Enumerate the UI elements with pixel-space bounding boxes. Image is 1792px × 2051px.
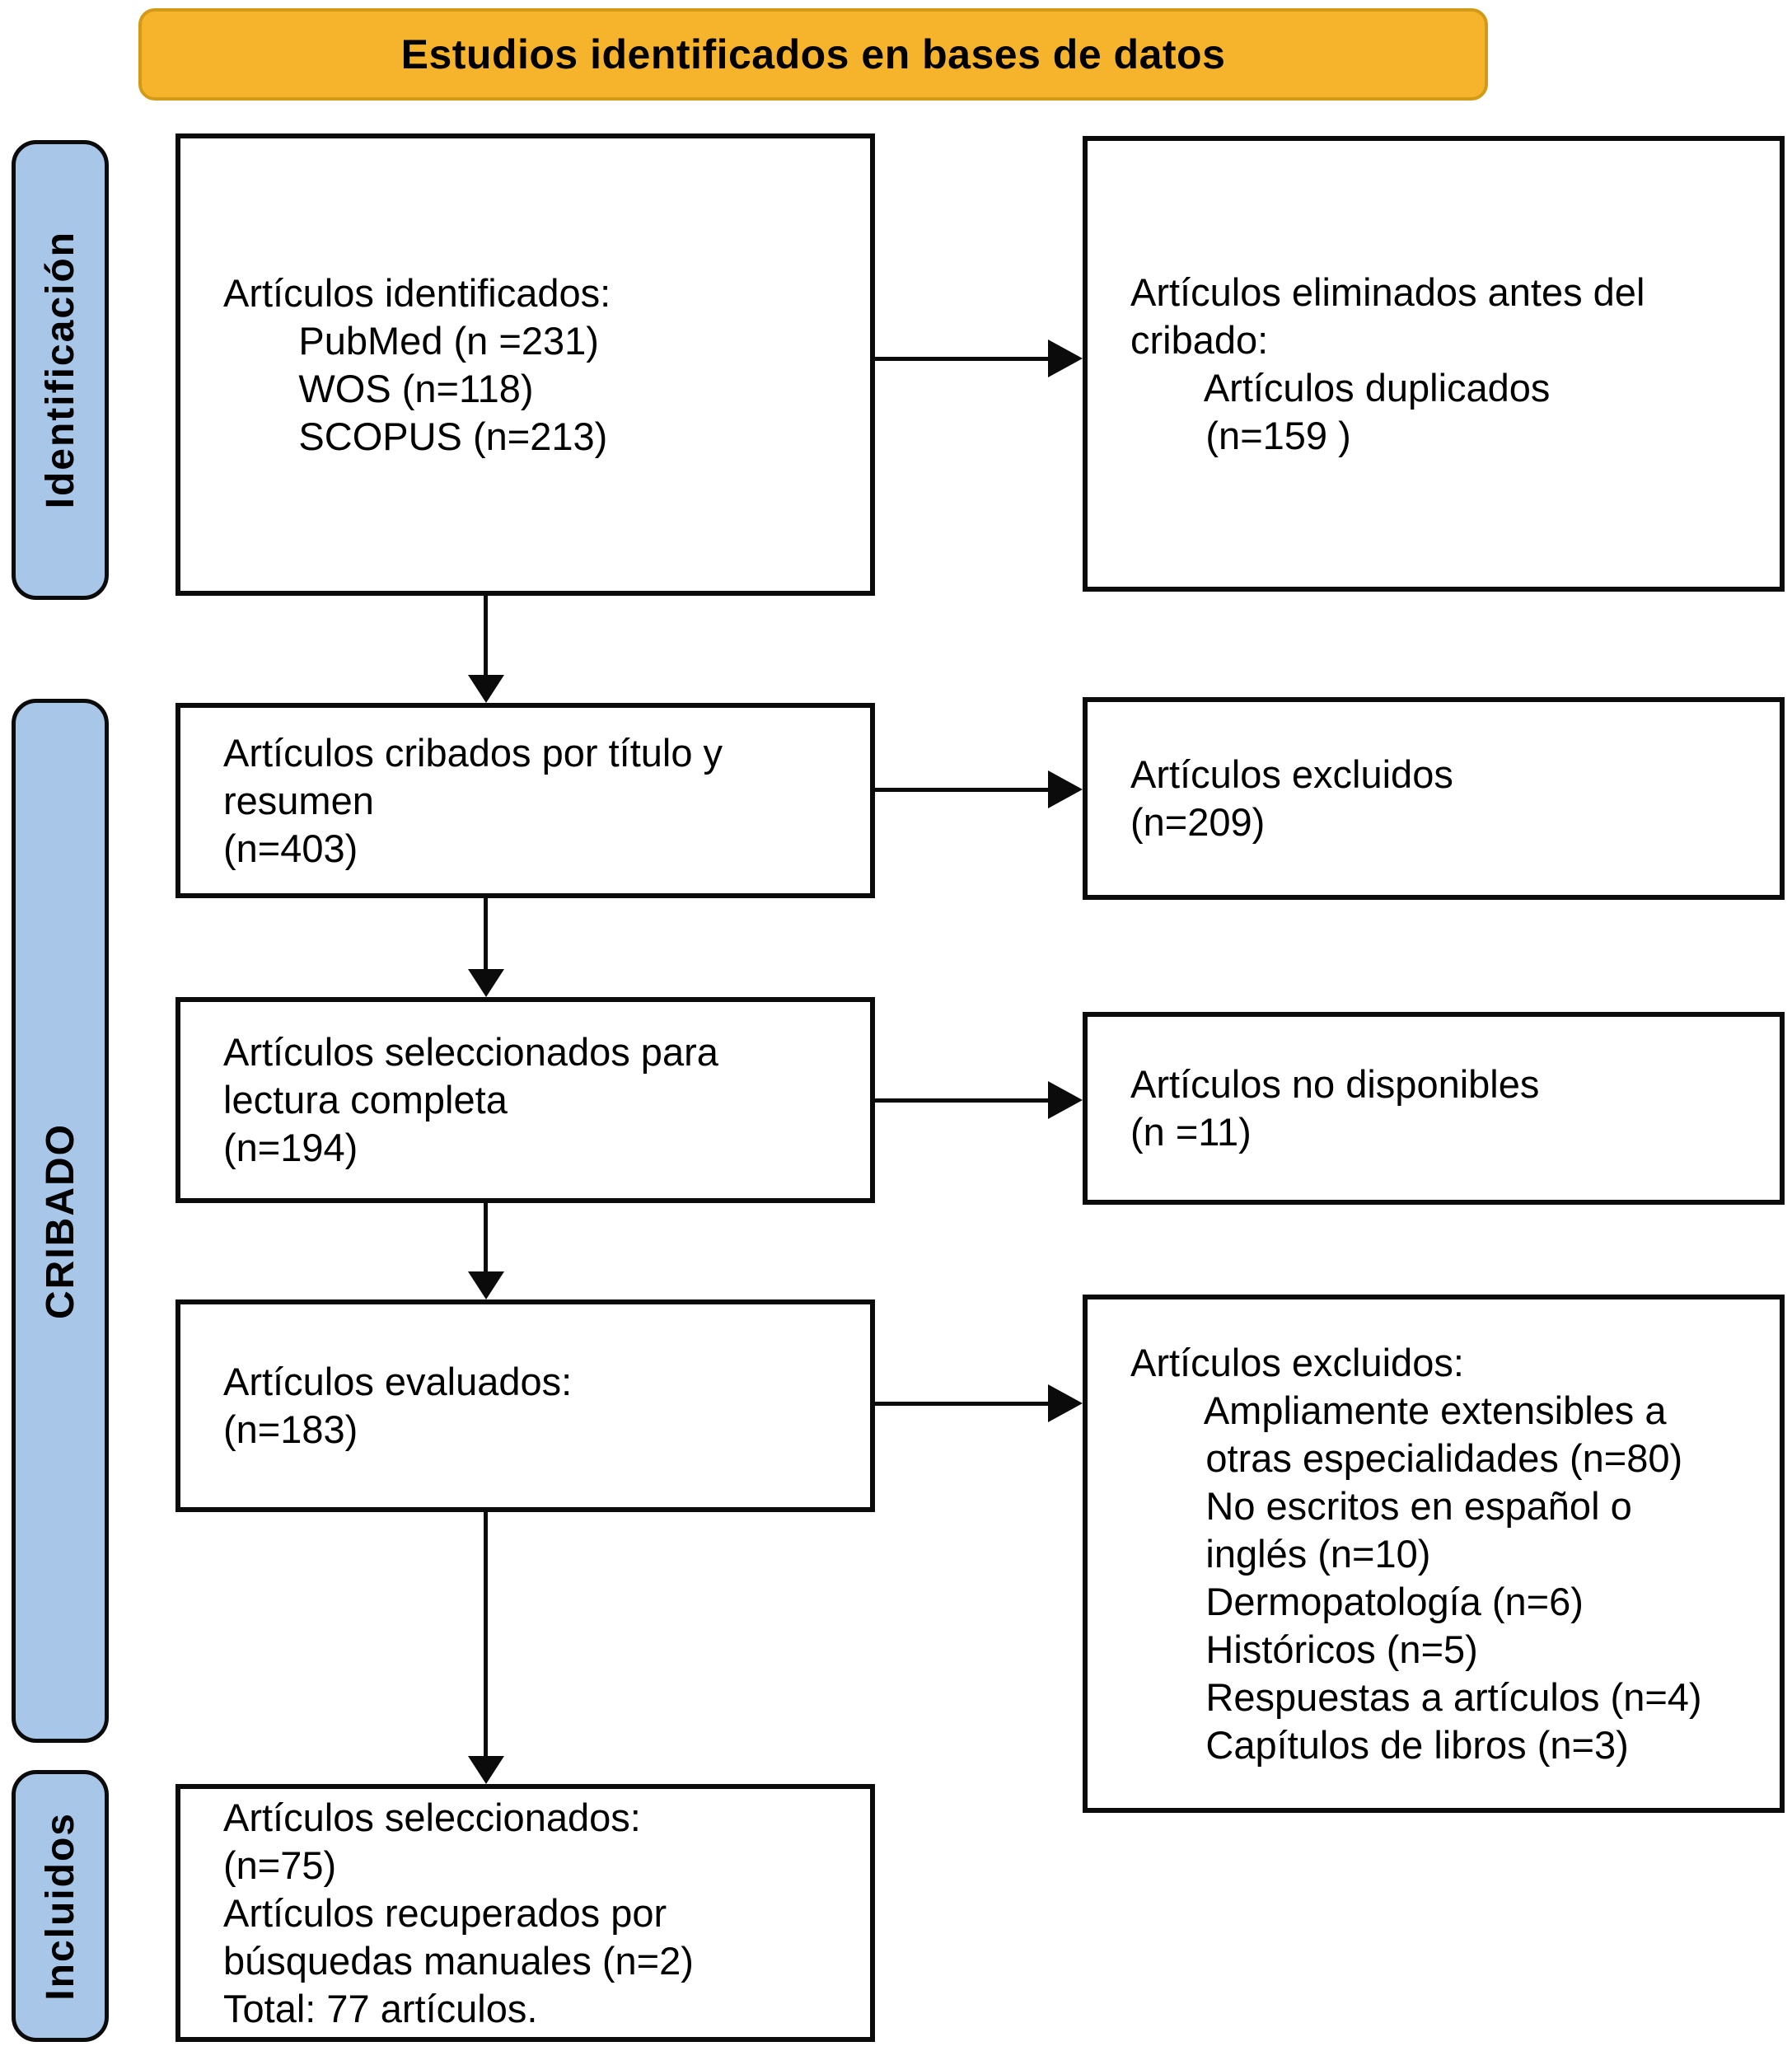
phase-label-identificacion-text: Identificación (38, 231, 82, 509)
phase-label-incluidos-text: Incluidos (38, 1811, 82, 2001)
phase-label-identificacion: Identificación (12, 140, 109, 600)
phase-label-incluidos: Incluidos (12, 1770, 109, 2042)
phase-label-cribado: CRIBADO (12, 699, 109, 1743)
arrow-head-icon (1048, 1384, 1083, 1422)
arrow-shaft (875, 1402, 1050, 1406)
arrow-shaft (484, 1512, 488, 1756)
arrow-shaft (875, 1098, 1050, 1103)
arrow-head-icon (1048, 1081, 1083, 1119)
arrow-shaft (875, 788, 1050, 792)
phase-label-cribado-text: CRIBADO (38, 1122, 82, 1319)
arrow-head-icon (468, 969, 504, 997)
title-banner: Estudios identificados en bases de datos (138, 8, 1488, 101)
arrow-head-icon (1048, 770, 1083, 808)
arrow-head-icon (468, 675, 504, 703)
box-excluidos-detalle: Artículos excluidos: Ampliamente extensi… (1083, 1295, 1785, 1813)
box-articulos-identificados: Artículos identificados: PubMed (n =231)… (175, 133, 875, 596)
page-title: Estudios identificados en bases de datos (400, 31, 1226, 77)
arrow-shaft (875, 357, 1050, 361)
box-articulos-evaluados: Artículos evaluados:(n=183) (175, 1299, 875, 1512)
arrow-shaft (484, 1203, 488, 1271)
arrow-head-icon (468, 1756, 504, 1784)
arrow-shaft (484, 898, 488, 969)
box-no-disponibles: Artículos no disponibles(n =11) (1083, 1012, 1785, 1205)
arrow-head-icon (468, 1271, 504, 1299)
arrow-shaft (484, 596, 488, 675)
box-excluidos-209: Artículos excluidos(n=209) (1083, 697, 1785, 900)
box-articulos-seleccionados-total: Artículos seleccionados:(n=75)Artículos … (175, 1784, 875, 2042)
arrow-head-icon (1048, 339, 1083, 377)
